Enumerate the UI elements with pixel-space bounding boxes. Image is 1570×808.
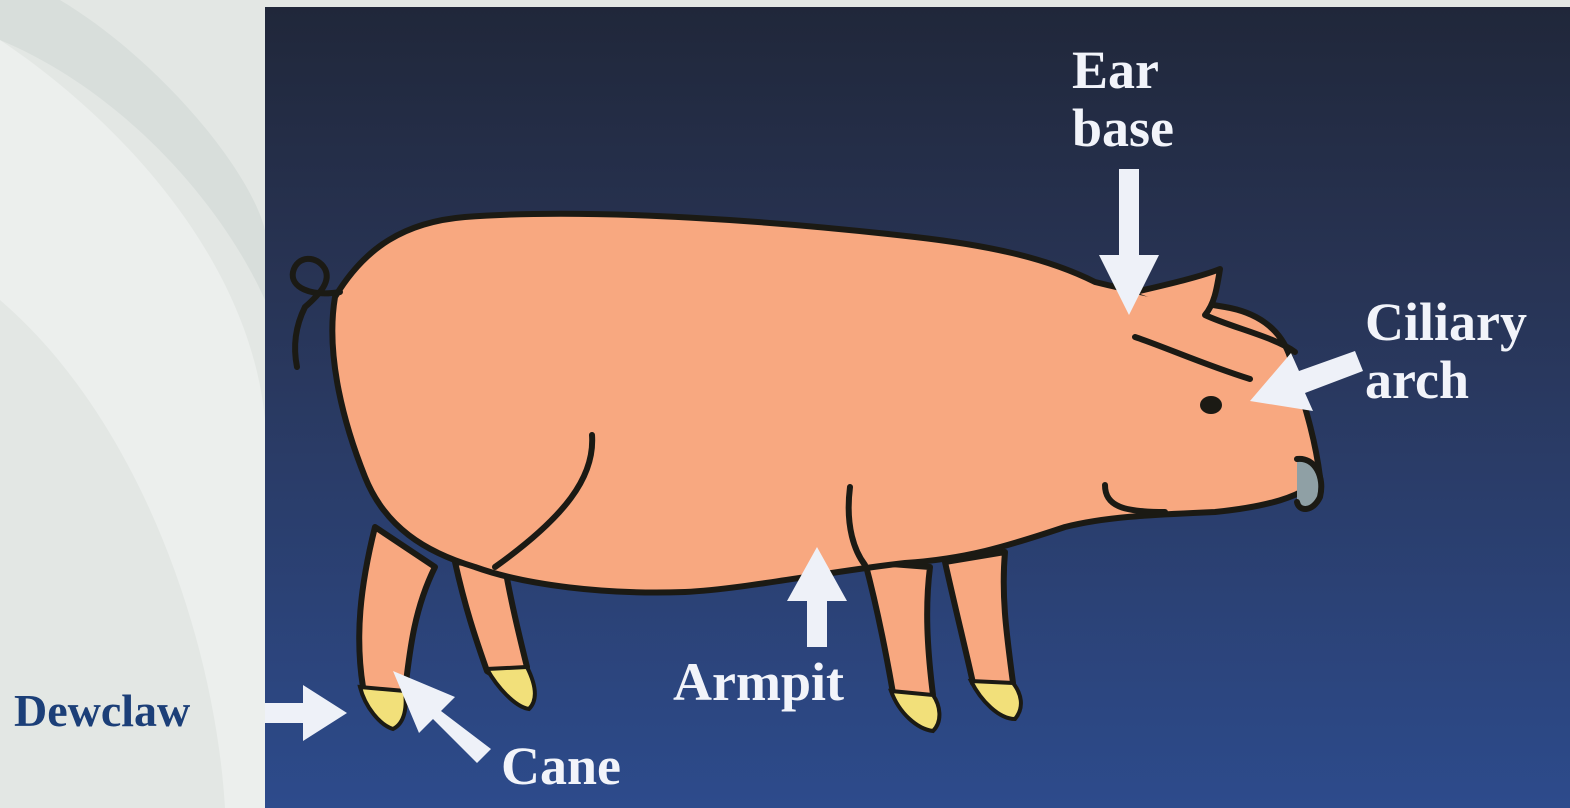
pig-diagram-panel: Ear base Ciliary arch Armpit Cane: [265, 7, 1570, 808]
cane-label: Cane: [501, 737, 621, 795]
ciliary-arch-label-line2: arch: [1365, 351, 1527, 409]
ciliary-arch-label-line1: Ciliary: [1365, 293, 1527, 351]
ciliary-arch-label: Ciliary arch: [1365, 293, 1527, 409]
dewclaw-label: Dewclaw: [14, 684, 190, 737]
ear-base-label-line1: Ear: [1072, 41, 1174, 99]
ear-base-label: Ear base: [1072, 41, 1174, 157]
armpit-label: Armpit: [673, 653, 844, 711]
ear-base-label-line2: base: [1072, 99, 1174, 157]
